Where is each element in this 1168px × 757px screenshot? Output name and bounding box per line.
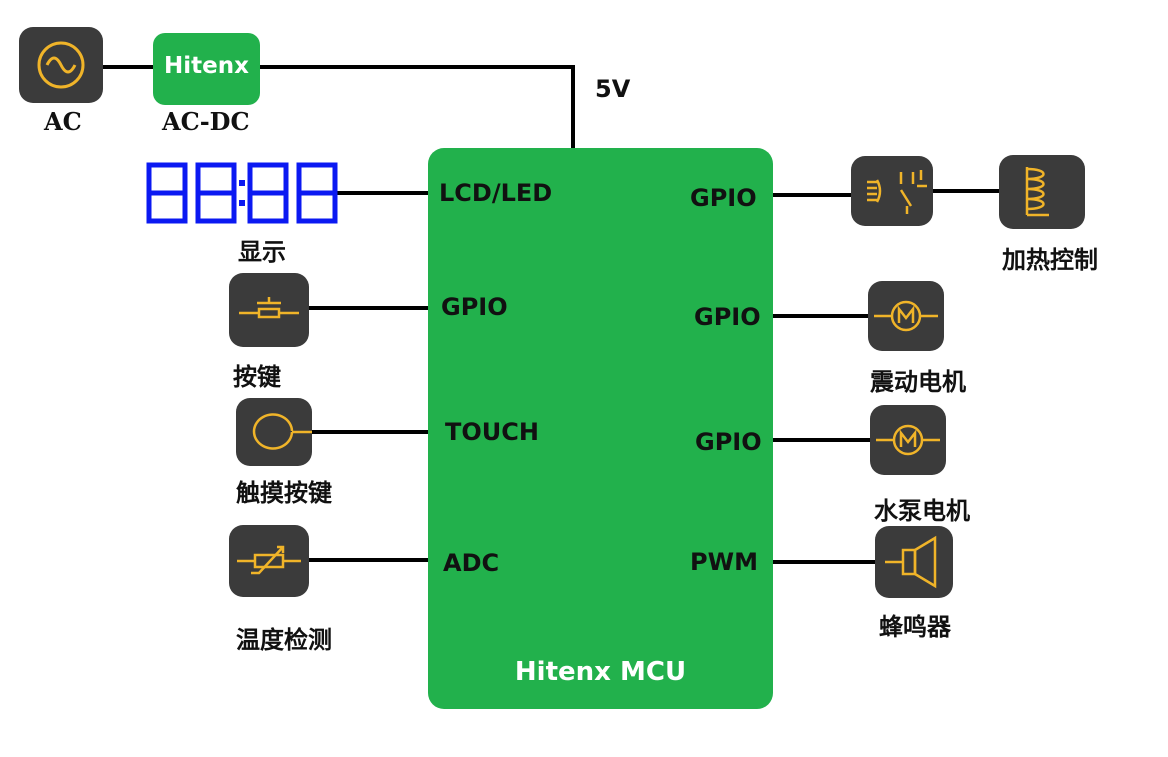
motor-icon xyxy=(876,424,940,456)
mcu-block: Hitenx MCU xyxy=(428,148,773,709)
touch-sensor-icon xyxy=(252,413,312,450)
display-label: 显示 xyxy=(238,238,286,266)
pin-left-gpio: GPIO xyxy=(441,293,508,321)
temperature-label: 温度检测 xyxy=(236,626,332,654)
pin-right-gpio-3: GPIO xyxy=(695,428,762,456)
push-button-box xyxy=(229,273,309,347)
acdc-label: AC-DC xyxy=(162,107,250,136)
thermistor-box xyxy=(229,525,309,597)
buzzer-icon xyxy=(885,535,937,589)
acdc-brand: Hitenx xyxy=(164,53,249,79)
thermistor-icon xyxy=(237,545,301,575)
vibration-motor-label: 震动电机 xyxy=(870,368,966,396)
motor-icon xyxy=(874,300,938,332)
heater-box xyxy=(999,155,1085,229)
touch-sensor-box xyxy=(236,398,312,466)
push-button-icon xyxy=(239,297,299,319)
buzzer-label: 蜂鸣器 xyxy=(879,613,951,641)
touch-label: 触摸按键 xyxy=(236,479,332,507)
pump-motor-label: 水泵电机 xyxy=(874,497,970,525)
pin-right-gpio-2: GPIO xyxy=(694,303,761,331)
wire-5v xyxy=(260,65,575,152)
pin-touch: TOUCH xyxy=(445,418,539,446)
button-label: 按键 xyxy=(233,363,281,391)
ac-source-box xyxy=(19,27,103,103)
relay-icon xyxy=(867,170,927,214)
mcu-title: Hitenx MCU xyxy=(514,657,687,687)
pin-right-gpio-1: GPIO xyxy=(690,184,757,212)
pump-motor-box xyxy=(870,405,946,475)
voltage-label: 5V xyxy=(595,75,631,103)
heater-coil-icon xyxy=(1025,167,1049,217)
buzzer-box xyxy=(875,526,953,598)
pin-lcd-led: LCD/LED xyxy=(439,179,553,207)
pin-pwm: PWM xyxy=(690,548,758,576)
acdc-converter: Hitenx xyxy=(153,33,260,105)
seven-segment-display xyxy=(146,162,338,224)
heater-label: 加热控制 xyxy=(1002,246,1098,274)
ac-label: AC xyxy=(44,107,82,136)
pin-adc: ADC xyxy=(443,549,500,577)
ac-source-icon xyxy=(37,41,85,89)
relay-box xyxy=(851,156,933,226)
vibration-motor-box xyxy=(868,281,944,351)
